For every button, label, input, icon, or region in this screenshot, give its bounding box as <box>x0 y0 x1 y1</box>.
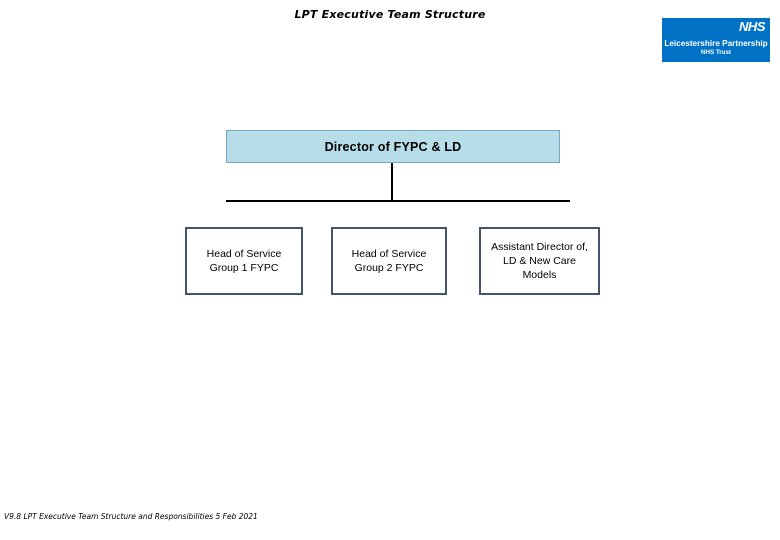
page-title: LPT Executive Team Structure <box>294 8 486 21</box>
nhs-logo-banner: NHS <box>662 18 770 35</box>
org-node-head-of-service-group-1[interactable]: Head of Service Group 1 FYPC <box>185 227 303 295</box>
org-node-director[interactable]: Director of FYPC & LD <box>226 130 560 163</box>
nhs-trust-name: Leicestershire Partnership <box>664 39 768 49</box>
nhs-logo: NHS Leicestershire Partnership NHS Trust <box>662 18 770 62</box>
org-node-assistant-director[interactable]: Assistant Director of, LD & New Care Mod… <box>479 227 600 295</box>
nhs-logo-trust-block: Leicestershire Partnership NHS Trust <box>662 35 770 62</box>
footer-version-note: V9.8 LPT Executive Team Structure and Re… <box>4 512 258 521</box>
nhs-logo-letters: NHS <box>739 19 765 34</box>
connector-vertical-root <box>391 163 393 200</box>
connector-horizontal <box>226 200 570 202</box>
nhs-trust-subtitle: NHS Trust <box>701 48 731 56</box>
org-node-head-of-service-group-2[interactable]: Head of Service Group 2 FYPC <box>331 227 447 295</box>
